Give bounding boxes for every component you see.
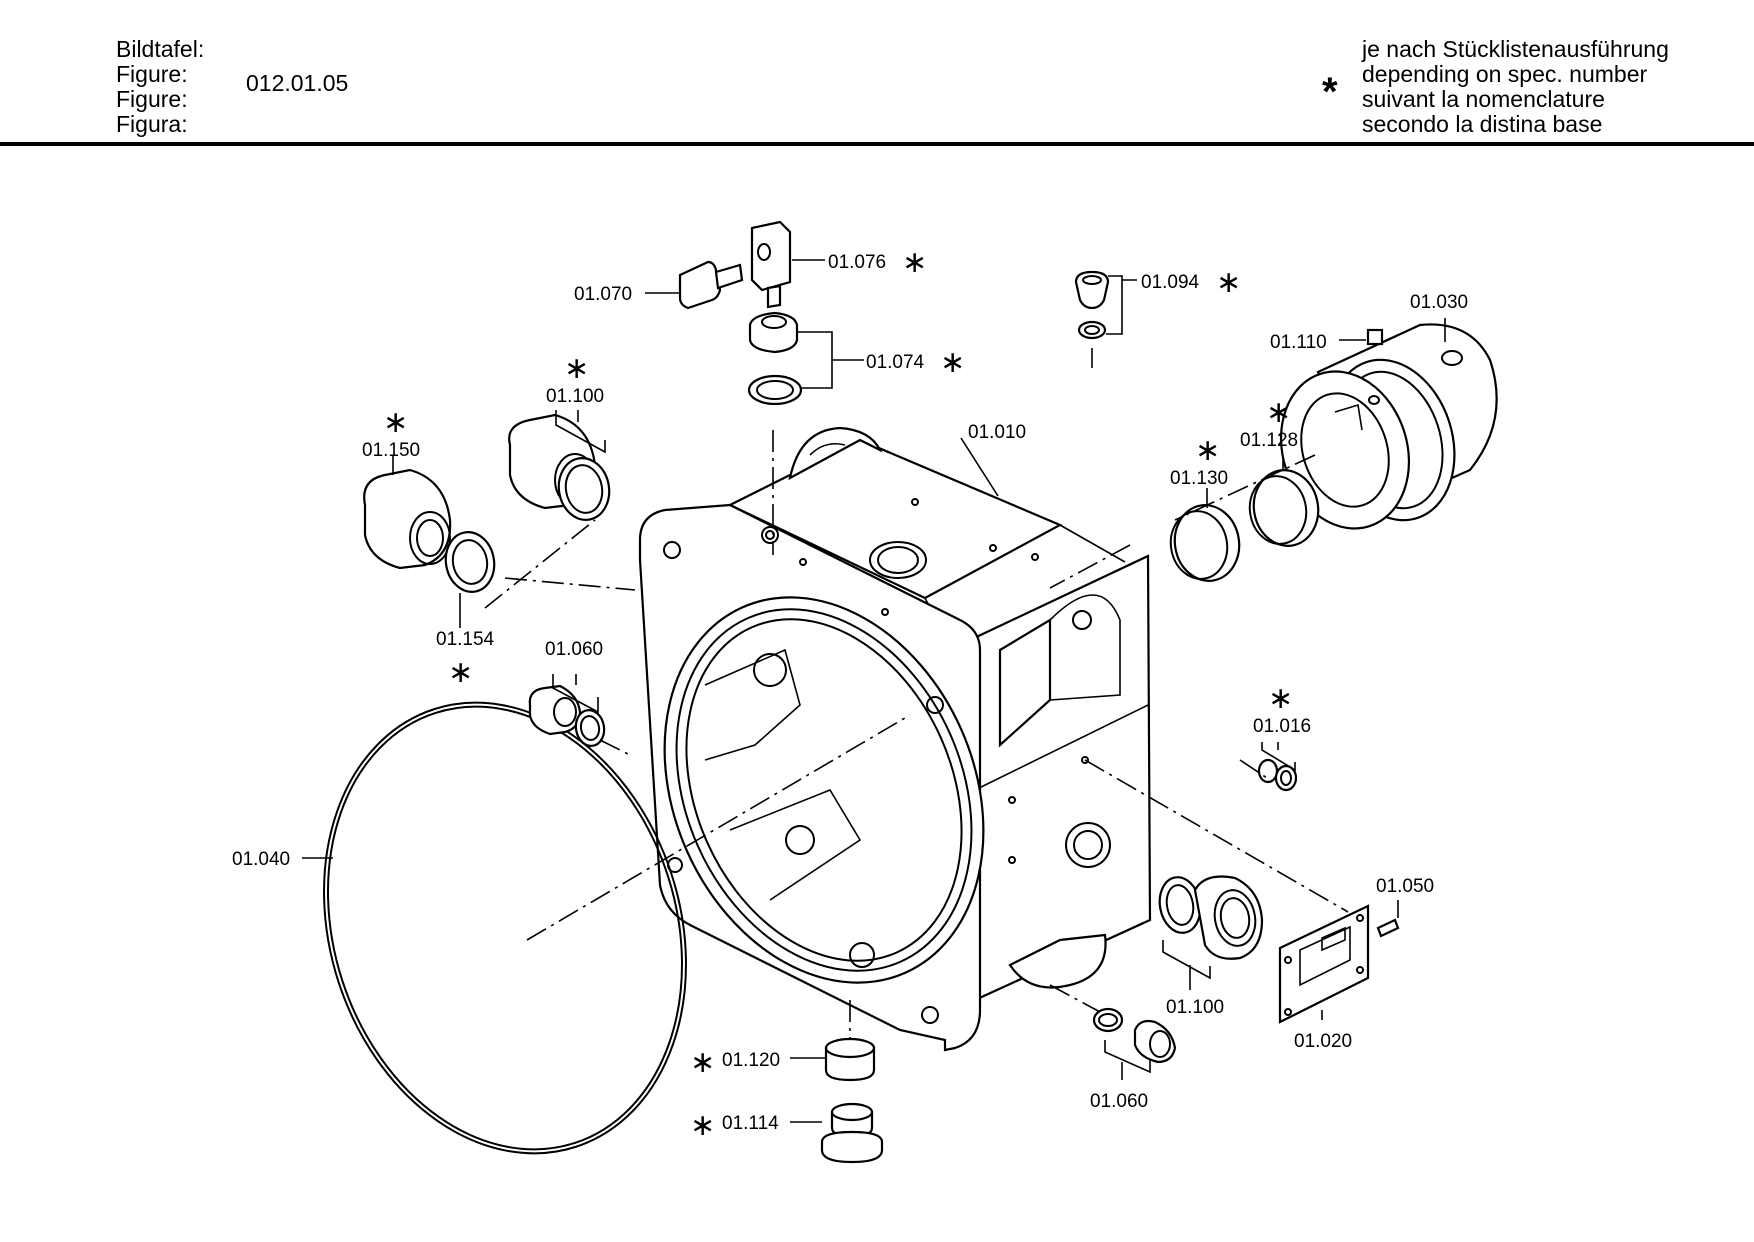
- callout-01-050: 01.050: [1376, 876, 1434, 897]
- callout-01-110: 01.110: [1270, 332, 1327, 353]
- callout-01-076-star: ∗: [902, 245, 927, 280]
- explode-axes: [484, 348, 1349, 1040]
- callout-01-030: 01.030: [1410, 292, 1468, 313]
- callout-01-114-star: ∗: [690, 1108, 715, 1143]
- spec-note-en: depending on spec. number: [1362, 61, 1648, 87]
- plug-01-100-right: [1158, 875, 1264, 960]
- o-ring-part: [323, 701, 687, 1155]
- label-figura: Figura:: [116, 111, 188, 137]
- leader-lines: [302, 259, 1446, 1123]
- spec-note-it: secondo la distina base: [1362, 111, 1603, 137]
- callout-01-020: 01.020: [1294, 1031, 1352, 1052]
- plug-01-120: [824, 1037, 876, 1082]
- callout-01-040: 01.040: [232, 849, 290, 870]
- callout-01-100-right: 01.100: [1166, 997, 1224, 1018]
- plug-01-114: [820, 1102, 884, 1164]
- callout-01-016: 01.016: [1253, 716, 1311, 737]
- label-figure-fr: Figure:: [116, 86, 188, 112]
- callout-01-074: 01.074: [866, 352, 925, 373]
- figure-number: 012.01.05: [246, 70, 349, 96]
- callout-01-150-star: ∗: [383, 405, 408, 440]
- plug-with-seal-01-094: [1074, 270, 1110, 340]
- plug-01-150: [363, 468, 496, 593]
- callout-labels: 01.076 ∗ 01.070 01.074 ∗ 01.094 ∗ 01.030…: [232, 245, 1468, 1143]
- plug-01-060-bottom: [1092, 1007, 1177, 1064]
- plug-01-016: [1257, 758, 1298, 792]
- callout-01-130: 01.130: [1170, 468, 1228, 489]
- callout-01-150: 01.150: [362, 440, 420, 461]
- callout-01-120-star: ∗: [690, 1045, 715, 1080]
- callout-01-100-left: 01.100: [546, 386, 604, 407]
- callout-01-016-star: ∗: [1268, 681, 1293, 716]
- callout-01-060-left: 01.060: [545, 639, 603, 660]
- plug-01-060-left: [528, 684, 606, 747]
- callout-01-130-star: ∗: [1195, 433, 1220, 468]
- nameplate-part: [1278, 904, 1400, 1024]
- breather-assembly: [678, 220, 803, 406]
- callout-01-094: 01.094: [1141, 272, 1200, 293]
- callout-01-128-star: ∗: [1266, 395, 1291, 430]
- o-ring-inner-edge: [327, 705, 683, 1151]
- callout-01-076: 01.076: [828, 252, 886, 273]
- cover-caps: [1169, 469, 1320, 582]
- callout-01-010: 01.010: [968, 422, 1026, 443]
- callout-01-074-star: ∗: [940, 345, 965, 380]
- label-bildtafel: Bildtafel:: [116, 36, 205, 62]
- callout-01-128: 01.128: [1240, 430, 1298, 451]
- spec-note-asterisk: *: [1322, 70, 1338, 114]
- callout-01-114: 01.114: [722, 1113, 779, 1134]
- spec-note-fr: suivant la nomenclature: [1362, 86, 1605, 112]
- callout-01-154: 01.154: [436, 629, 495, 650]
- header-rule: [0, 142, 1754, 146]
- housing-part: [638, 426, 1152, 1052]
- label-figure-en: Figure:: [116, 61, 188, 87]
- spec-note: je nach Stücklistenausführung depending …: [1362, 37, 1669, 137]
- callout-01-154-star: ∗: [448, 655, 473, 690]
- callout-01-070: 01.070: [574, 284, 632, 305]
- callout-01-120: 01.120: [722, 1050, 780, 1071]
- callout-01-094-star: ∗: [1216, 265, 1241, 300]
- plug-01-100-left: [508, 413, 611, 521]
- figure-labels: Bildtafel: Figure: Figure: Figura:: [116, 37, 204, 137]
- spec-note-de: je nach Stücklistenausführung: [1362, 36, 1669, 62]
- callout-01-100-left-star: ∗: [564, 351, 589, 386]
- callout-01-060-bottom: 01.060: [1090, 1091, 1148, 1112]
